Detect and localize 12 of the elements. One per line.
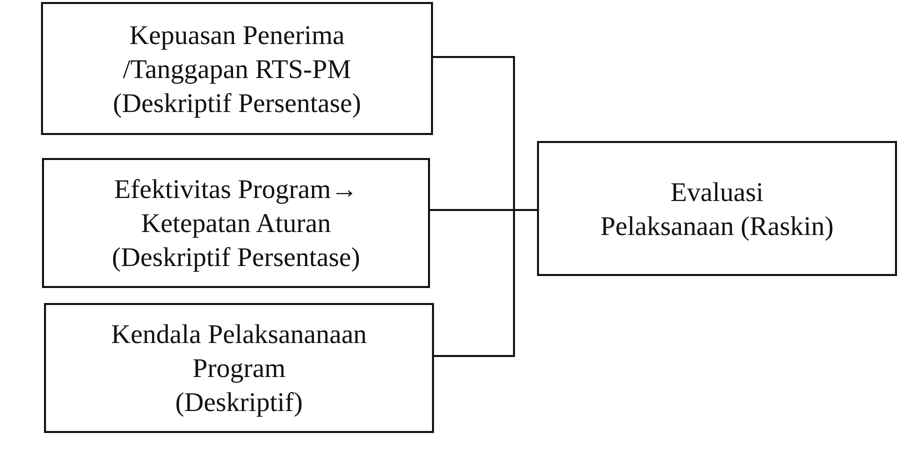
node-sublabel: (Deskriptif Persentase) xyxy=(112,241,360,274)
process-box xyxy=(41,2,433,135)
process-box xyxy=(42,158,430,288)
process-box xyxy=(537,141,897,276)
node-label: Kepuasan Penerima /Tanggapan RTS-PM xyxy=(122,18,352,86)
process-box xyxy=(44,303,434,433)
node-sublabel: (Deskriptif) xyxy=(175,386,303,419)
node-label: Kendala Pelaksananaan Program xyxy=(111,318,367,385)
node-label: Evaluasi Pelaksanaan (Raskin) xyxy=(600,176,834,242)
node-label: Efektivitas Program→ Ketepatan Aturan xyxy=(114,173,358,240)
node-sublabel: (Deskriptif Persentase) xyxy=(112,86,362,120)
connector-line xyxy=(434,209,537,357)
